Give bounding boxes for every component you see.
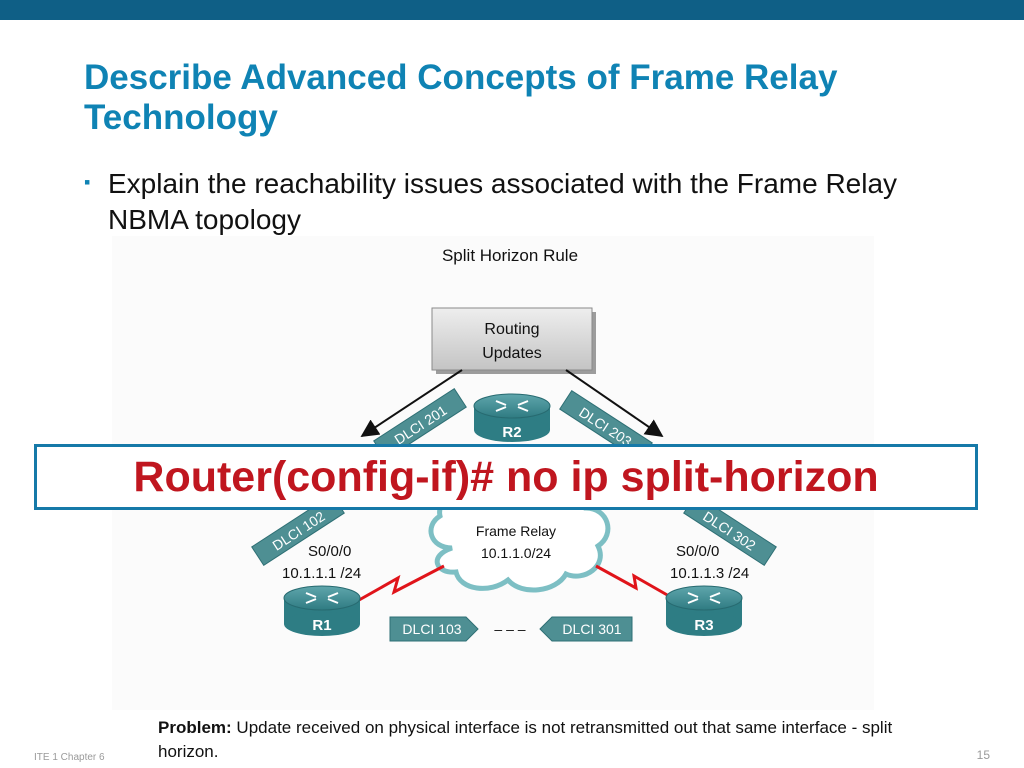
problem-text: Update received on physical interface is… xyxy=(158,718,893,761)
command-callout: Router(config-if)# no ip split-horizon xyxy=(34,444,978,510)
router-r2: R2 xyxy=(473,393,551,442)
frame-relay-subnet: 10.1.1.0/24 xyxy=(481,545,551,561)
dlci-301-label: DLCI 301 xyxy=(562,621,621,637)
routing-updates-line1: Routing xyxy=(484,321,539,338)
router-r3-label: R3 xyxy=(694,617,713,634)
r3-ip-label: 10.1.1.3 /24 xyxy=(670,565,749,582)
page-number: 15 xyxy=(976,748,990,762)
router-r1-label: R1 xyxy=(312,617,331,634)
footer-chapter: ITE 1 Chapter 6 xyxy=(34,752,105,763)
callout-command: Router(config-if)# no ip split-horizon xyxy=(133,453,879,501)
router-r3: R3 xyxy=(665,585,743,636)
problem-statement: Problem: Update received on physical int… xyxy=(158,716,918,764)
dlci-103-label: DLCI 103 xyxy=(402,621,461,637)
serial-link-r1 xyxy=(351,564,445,606)
update-arrow-right xyxy=(565,369,664,438)
frame-relay-label: Frame Relay xyxy=(476,523,556,539)
router-r1: R1 xyxy=(283,585,361,636)
bullet-marker-icon: ▪ xyxy=(84,172,91,192)
diagram-title: Split Horizon Rule xyxy=(442,246,578,265)
router-arrows-icon xyxy=(495,400,529,412)
dlci-tag-r3-left: DLCI 301 xyxy=(539,616,633,642)
header-bar xyxy=(0,0,1024,20)
problem-label: Problem: xyxy=(158,718,232,737)
dlci-tag-r1-right: DLCI 103 xyxy=(389,616,479,642)
routing-updates-box: Routing Updates xyxy=(431,307,596,374)
slide-title: Describe Advanced Concepts of Frame Rela… xyxy=(84,58,838,137)
router-arrows-icon xyxy=(305,592,339,604)
routing-updates-line2: Updates xyxy=(482,345,542,362)
pvc-dashes: – – – xyxy=(494,621,525,637)
serial-link-r3 xyxy=(595,564,677,602)
r3-interface-label: S0/0/0 xyxy=(676,543,719,560)
router-r2-label: R2 xyxy=(502,424,521,441)
router-arrows-icon xyxy=(687,592,721,604)
bullet-text: Explain the reachability issues associat… xyxy=(108,168,898,235)
r1-interface-label: S0/0/0 xyxy=(308,543,351,560)
update-arrow-left xyxy=(360,369,463,437)
r1-ip-label: 10.1.1.1 /24 xyxy=(282,565,361,582)
